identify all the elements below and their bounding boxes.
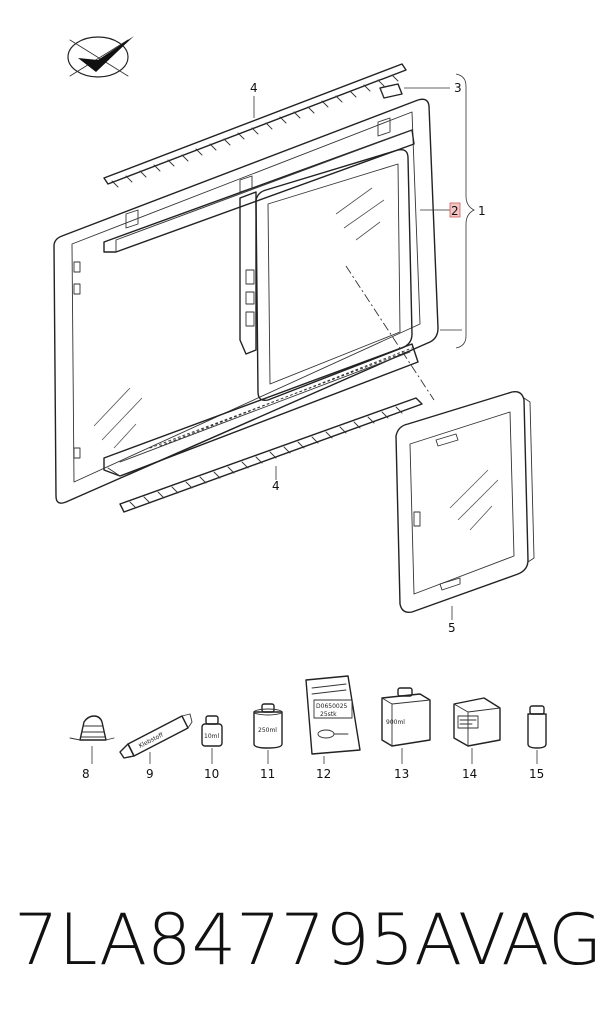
brand: VAG bbox=[458, 899, 600, 981]
item-15-cylinder bbox=[527, 705, 547, 764]
part-5-sliding-window bbox=[395, 390, 535, 614]
assembly-dash-line bbox=[345, 265, 435, 401]
bottle10-label: 10ml bbox=[204, 733, 219, 740]
item-11-can: 250ml bbox=[253, 703, 283, 764]
callout-9: 9 bbox=[146, 767, 154, 781]
item-12-bag: D0650025 25stk bbox=[305, 675, 361, 764]
part-number: 7LA847795A bbox=[14, 899, 463, 981]
callout-11: 11 bbox=[260, 767, 275, 781]
callout-14: 14 bbox=[462, 767, 477, 781]
callout-5: 5 bbox=[448, 621, 456, 635]
callout-15: 15 bbox=[529, 767, 544, 781]
callout-2: 2 bbox=[451, 204, 459, 218]
item-14-cube bbox=[453, 697, 501, 764]
item-9-tube: Klebstoff bbox=[119, 713, 193, 764]
callout-3: 3 bbox=[454, 81, 462, 95]
callout-8: 8 bbox=[82, 767, 90, 781]
top-seal-strip bbox=[103, 63, 407, 188]
callout-2-highlight bbox=[449, 202, 461, 218]
footer: 7LA847795A VAG bbox=[0, 885, 600, 995]
bag-label-line2: 25stk bbox=[320, 711, 337, 718]
callout-13: 13 bbox=[394, 767, 409, 781]
bag-label-line1: D0650025 bbox=[316, 703, 348, 710]
assembly-bracket bbox=[440, 73, 475, 349]
callout-4-top: 4 bbox=[250, 81, 258, 95]
can250-label: 250ml bbox=[258, 727, 277, 734]
main-window-frame bbox=[53, 98, 439, 504]
item-13-box: 900ml bbox=[381, 687, 431, 764]
callout-1: 1 bbox=[478, 204, 486, 218]
parts-diagram: 4 3 2 1 4 5 8 Klebstoff 9 10ml 10 250ml … bbox=[53, 36, 547, 781]
item-10-bottle: 10ml bbox=[201, 715, 223, 764]
check-plane-icon bbox=[67, 36, 134, 78]
callout-12: 12 bbox=[316, 767, 331, 781]
callout-10: 10 bbox=[204, 767, 219, 781]
bottom-seal-strip bbox=[119, 397, 423, 513]
callout-4-bottom: 4 bbox=[272, 479, 280, 493]
box900-label: 900ml bbox=[386, 719, 405, 726]
item-8-cap bbox=[69, 715, 115, 764]
part-3-clip bbox=[379, 83, 403, 99]
